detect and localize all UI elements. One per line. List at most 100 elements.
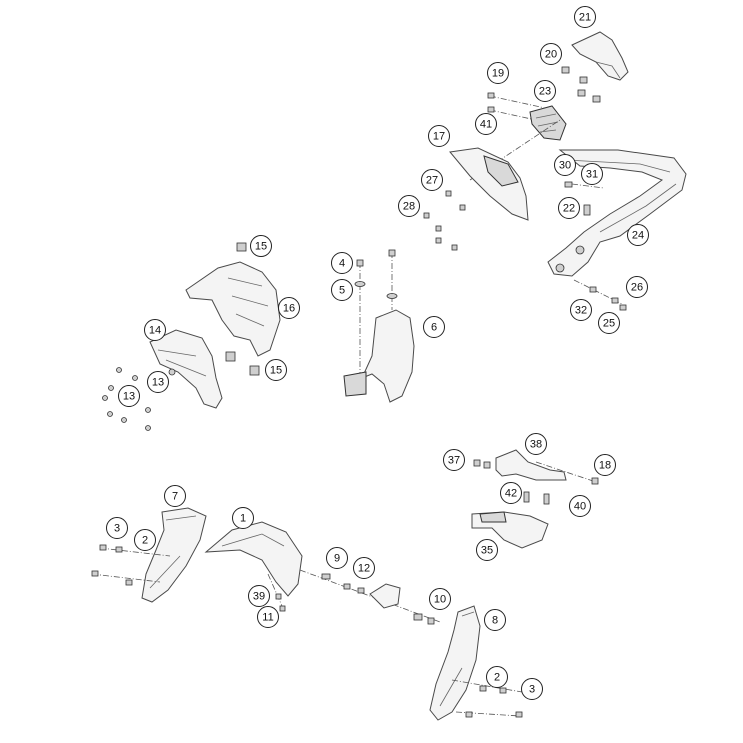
callout-6: 6 xyxy=(423,316,445,338)
callout-label: 38 xyxy=(530,439,542,451)
callout-circle xyxy=(429,588,451,610)
callout-label: 4 xyxy=(339,258,345,270)
callout-circle xyxy=(626,276,648,298)
callout-circle xyxy=(574,6,596,28)
callout-circle xyxy=(118,385,140,407)
callout-label: 24 xyxy=(632,230,644,242)
callout-label: 7 xyxy=(172,491,178,503)
callout-circle xyxy=(554,154,576,176)
callout-label: 21 xyxy=(579,12,591,24)
callout-label: 1 xyxy=(240,513,246,525)
callout-label: 13 xyxy=(123,391,135,403)
callout-31: 31 xyxy=(581,163,603,185)
callout-1: 1 xyxy=(232,507,254,529)
callout-5: 5 xyxy=(331,279,353,301)
callout-30: 30 xyxy=(554,154,576,176)
callout-circle xyxy=(257,606,279,628)
callout-26: 26 xyxy=(626,276,648,298)
callout-circle xyxy=(331,279,353,301)
callout-circle xyxy=(326,547,348,569)
callout-circle xyxy=(569,495,591,517)
callout-circle xyxy=(250,235,272,257)
callout-label: 17 xyxy=(433,131,445,143)
callout-circle xyxy=(398,195,420,217)
callout-circle xyxy=(476,539,498,561)
callout-circle xyxy=(278,297,300,319)
callout-9: 9 xyxy=(326,547,348,569)
parts-32-26-25-bolts xyxy=(573,279,627,311)
callout-circle xyxy=(144,319,166,341)
callout-label: 41 xyxy=(480,119,492,131)
part-23-bracket xyxy=(529,105,567,141)
callout-circle xyxy=(331,252,353,274)
callout-label: 2 xyxy=(494,672,500,684)
callout-4: 4 xyxy=(331,252,353,274)
callout-21: 21 xyxy=(574,6,596,28)
callout-circle xyxy=(558,197,580,219)
callout-label: 37 xyxy=(448,455,460,467)
callout-circle xyxy=(581,163,603,185)
callout-12: 12 xyxy=(353,557,375,579)
callout-14: 14 xyxy=(144,319,166,341)
callout-2: 2 xyxy=(486,666,508,688)
callout-label: 9 xyxy=(334,553,340,565)
part-35-belly-cover xyxy=(471,511,549,549)
callout-label: 35 xyxy=(481,545,493,557)
callout-label: 2 xyxy=(142,535,148,547)
callout-circle xyxy=(475,113,497,135)
callout-label: 23 xyxy=(539,86,551,98)
callout-label: 8 xyxy=(492,615,498,627)
callout-3: 3 xyxy=(106,517,128,539)
callout-circle xyxy=(627,224,649,246)
callout-3: 3 xyxy=(521,678,543,700)
callout-13: 13 xyxy=(147,371,169,393)
parts-30-31-22-fasteners xyxy=(564,181,605,216)
callout-16: 16 xyxy=(278,297,300,319)
part-1-front-fender xyxy=(204,521,303,612)
callout-label: 32 xyxy=(575,305,587,317)
callout-label: 13 xyxy=(152,377,164,389)
callout-10: 10 xyxy=(429,588,451,610)
callout-label: 26 xyxy=(631,282,643,294)
callout-label: 19 xyxy=(492,68,504,80)
callout-label: 18 xyxy=(599,460,611,472)
callout-15: 15 xyxy=(265,359,287,381)
callout-label: 31 xyxy=(586,169,598,181)
callout-circle xyxy=(265,359,287,381)
callout-38: 38 xyxy=(525,433,547,455)
callout-19: 19 xyxy=(487,62,509,84)
callout-circle xyxy=(487,62,509,84)
part-16-headlight-bracket xyxy=(185,261,281,357)
callout-label: 3 xyxy=(529,684,535,696)
callout-circle xyxy=(521,678,543,700)
callout-7: 7 xyxy=(164,485,186,507)
parts-27-28-screws xyxy=(423,190,466,251)
callout-circle xyxy=(594,454,616,476)
callout-circle xyxy=(570,299,592,321)
callout-20: 20 xyxy=(540,43,562,65)
callout-circle xyxy=(598,312,620,334)
callout-2: 2 xyxy=(134,529,156,551)
callout-circle xyxy=(421,169,443,191)
part-38-lock-bracket xyxy=(473,449,599,505)
callout-circle xyxy=(534,80,556,102)
callout-18: 18 xyxy=(594,454,616,476)
callout-11: 11 xyxy=(257,606,279,628)
callout-23: 23 xyxy=(534,80,556,102)
callout-circle xyxy=(484,609,506,631)
callout-27: 27 xyxy=(421,169,443,191)
callout-label: 40 xyxy=(574,501,586,513)
callout-41: 41 xyxy=(475,113,497,135)
callout-circle xyxy=(428,125,450,147)
part-14-side-bracket xyxy=(149,329,223,409)
part-8-fork-guard-right xyxy=(429,605,523,721)
part-15-bushings xyxy=(225,242,260,376)
callout-label: 5 xyxy=(339,285,345,297)
callout-25: 25 xyxy=(598,312,620,334)
callout-label: 10 xyxy=(434,594,446,606)
callout-42: 42 xyxy=(500,482,522,504)
part-24-grab-handle xyxy=(547,149,687,277)
part-17-plate-holder xyxy=(449,147,529,221)
